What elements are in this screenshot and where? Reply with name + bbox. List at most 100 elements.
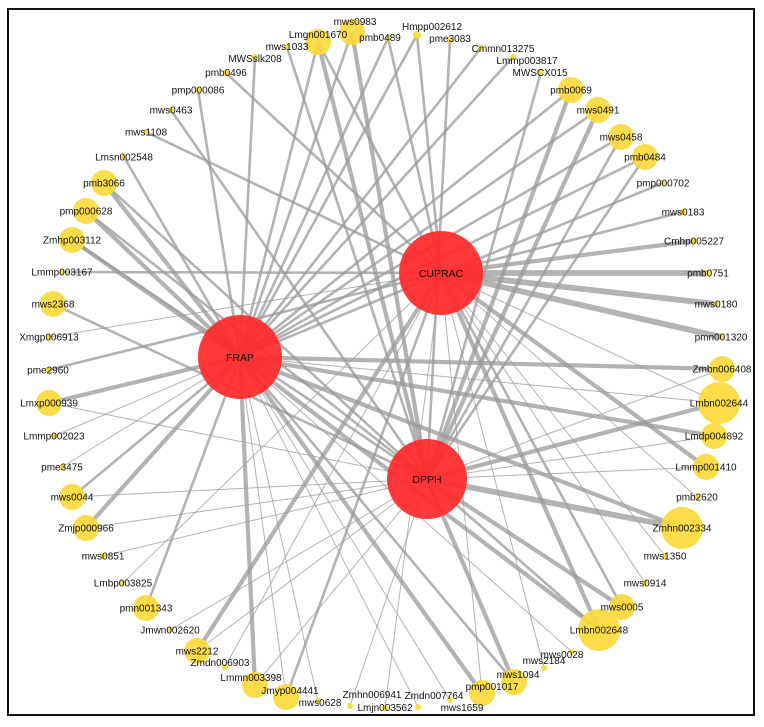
hub-node-dpph[interactable] bbox=[387, 439, 467, 519]
node-label: Lmgn001670 bbox=[289, 30, 348, 41]
node-pmb0484[interactable] bbox=[632, 144, 658, 170]
node-Zmdn007764[interactable] bbox=[415, 704, 421, 710]
node-pmb3066[interactable] bbox=[91, 170, 117, 196]
node-mws0628[interactable] bbox=[315, 698, 321, 704]
node-Lmbn002648[interactable] bbox=[578, 609, 620, 651]
node-label: mws2212 bbox=[176, 647, 219, 658]
node-Lmmp001410[interactable] bbox=[693, 454, 719, 480]
node-mws2184[interactable] bbox=[541, 665, 547, 671]
node-label: Lmbn002648 bbox=[570, 626, 629, 637]
edge-mws2184-CUPRAC bbox=[440, 272, 545, 669]
edge-mws1350-CUPRAC bbox=[440, 272, 666, 557]
node-MWSslk208[interactable] bbox=[252, 54, 258, 60]
node-Lmmp003817[interactable] bbox=[510, 54, 516, 60]
node-MWSCX015[interactable] bbox=[538, 69, 544, 75]
node-Jmyp004441[interactable] bbox=[273, 684, 299, 710]
edge-pmp001017-FRAP bbox=[238, 355, 484, 695]
node-label: pmp000628 bbox=[60, 207, 113, 218]
node-mws1094[interactable] bbox=[501, 669, 527, 695]
node-Zmbn006408[interactable] bbox=[709, 356, 735, 382]
node-Cmmn013275[interactable] bbox=[478, 45, 484, 51]
edge-Lmgn001670-FRAP bbox=[238, 41, 320, 358]
node-mws0983[interactable] bbox=[339, 19, 365, 45]
node-mws1659[interactable] bbox=[447, 697, 453, 703]
node-label: mws1108 bbox=[125, 128, 167, 139]
node-label: Lmxp000939 bbox=[20, 399, 78, 410]
edge-Lmbp003825-CUPRAC bbox=[122, 272, 442, 584]
node-label: pmb0489 bbox=[359, 33, 401, 44]
node-Cmhp005227[interactable] bbox=[691, 238, 697, 244]
node-pmp000702[interactable] bbox=[660, 180, 666, 186]
edge-pmb0069-FRAP bbox=[239, 88, 572, 359]
node-mws0180[interactable] bbox=[713, 301, 719, 307]
node-pme3083[interactable] bbox=[447, 37, 453, 43]
node-Lmmp002023[interactable] bbox=[51, 433, 57, 439]
edge-pmb0484-DPPH bbox=[425, 156, 647, 480]
node-pmn001343[interactable] bbox=[133, 595, 159, 621]
node-label: mws0628 bbox=[299, 698, 342, 709]
hub-node-cuprac[interactable] bbox=[399, 231, 483, 315]
node-mws0914[interactable] bbox=[642, 580, 648, 586]
node-mws0183[interactable] bbox=[680, 209, 686, 215]
node-mws0851[interactable] bbox=[100, 553, 106, 559]
node-Lmgn001670[interactable] bbox=[305, 29, 331, 55]
node-label: mws1659 bbox=[441, 703, 484, 714]
node-pmb0496[interactable] bbox=[223, 70, 229, 76]
hub-node-frap[interactable] bbox=[198, 315, 282, 399]
node-Lmbp003825[interactable] bbox=[120, 580, 126, 586]
node-pmb0751[interactable] bbox=[705, 270, 711, 276]
node-label: Lmmp003167 bbox=[31, 268, 93, 279]
edge-Lmbn002644-FRAP bbox=[239, 356, 720, 404]
node-mws0463[interactable] bbox=[168, 107, 174, 113]
node-mws1108[interactable] bbox=[143, 129, 149, 135]
node-label: Zmbn006408 bbox=[693, 365, 752, 376]
node-Zmdn006903[interactable] bbox=[222, 664, 228, 670]
edge-Lmdp004892-FRAP bbox=[239, 354, 715, 439]
diagram-frame bbox=[7, 8, 755, 716]
edge-Lmmp001410-DPPH bbox=[426, 466, 707, 480]
node-Lmxp000939[interactable] bbox=[36, 390, 62, 416]
edge-mws1033-DPPH bbox=[285, 46, 429, 480]
node-pme2960[interactable] bbox=[45, 367, 51, 373]
node-Lmjn003562[interactable] bbox=[382, 705, 388, 711]
edge-pmp000086-FRAP bbox=[196, 89, 242, 358]
node-Lmmp003167[interactable] bbox=[59, 269, 65, 275]
node-Jmwn002620[interactable] bbox=[167, 627, 173, 633]
node-Lmsn002548[interactable] bbox=[121, 154, 127, 160]
node-Zmjp000966[interactable] bbox=[73, 515, 99, 541]
edge-mws2212-DPPH bbox=[196, 478, 428, 652]
node-pme3475[interactable] bbox=[59, 464, 65, 470]
node-Zmhp003112[interactable] bbox=[59, 227, 85, 253]
node-pmn001320[interactable] bbox=[718, 334, 724, 340]
node-label: mws1350 bbox=[644, 552, 687, 563]
node-pmb2620[interactable] bbox=[694, 494, 700, 500]
node-pmp000628[interactable] bbox=[73, 198, 99, 224]
node-mws0005[interactable] bbox=[609, 594, 635, 620]
node-pmp000086[interactable] bbox=[195, 87, 201, 93]
node-pmb0069[interactable] bbox=[558, 77, 584, 103]
node-mws0491[interactable] bbox=[585, 97, 611, 123]
node-mws0458[interactable] bbox=[608, 124, 634, 150]
node-Lmmn003398[interactable] bbox=[242, 672, 268, 698]
edge-Lmmp003167-CUPRAC bbox=[61, 270, 442, 275]
edge-mws0180-CUPRAC bbox=[440, 270, 717, 307]
node-Xmgp006913[interactable] bbox=[46, 334, 52, 340]
node-Zmhn002334[interactable] bbox=[661, 507, 703, 549]
node-pmb0489[interactable] bbox=[385, 35, 391, 41]
node-pmp001017[interactable] bbox=[469, 680, 495, 706]
node-mws0044[interactable] bbox=[59, 484, 85, 510]
node-Hmpp002612[interactable] bbox=[413, 31, 421, 39]
node-mws0028[interactable] bbox=[569, 649, 575, 655]
edge-mws0463-DPPH bbox=[169, 109, 429, 480]
edge-pmb0496-CUPRAC bbox=[225, 72, 442, 274]
node-mws2368[interactable] bbox=[40, 291, 66, 317]
node-label: pmb0751 bbox=[687, 269, 729, 280]
node-mws2212[interactable] bbox=[184, 638, 210, 664]
node-mws1033[interactable] bbox=[284, 44, 290, 50]
edge-Lmmp001410-CUPRAC bbox=[439, 271, 708, 469]
node-Lmdp004892[interactable] bbox=[701, 423, 727, 449]
node-mws1350[interactable] bbox=[662, 553, 668, 559]
node-Lmbn002644[interactable] bbox=[698, 382, 740, 424]
edge-pmn001343-FRAP bbox=[144, 356, 242, 609]
node-Zmhn006941[interactable] bbox=[347, 703, 353, 709]
